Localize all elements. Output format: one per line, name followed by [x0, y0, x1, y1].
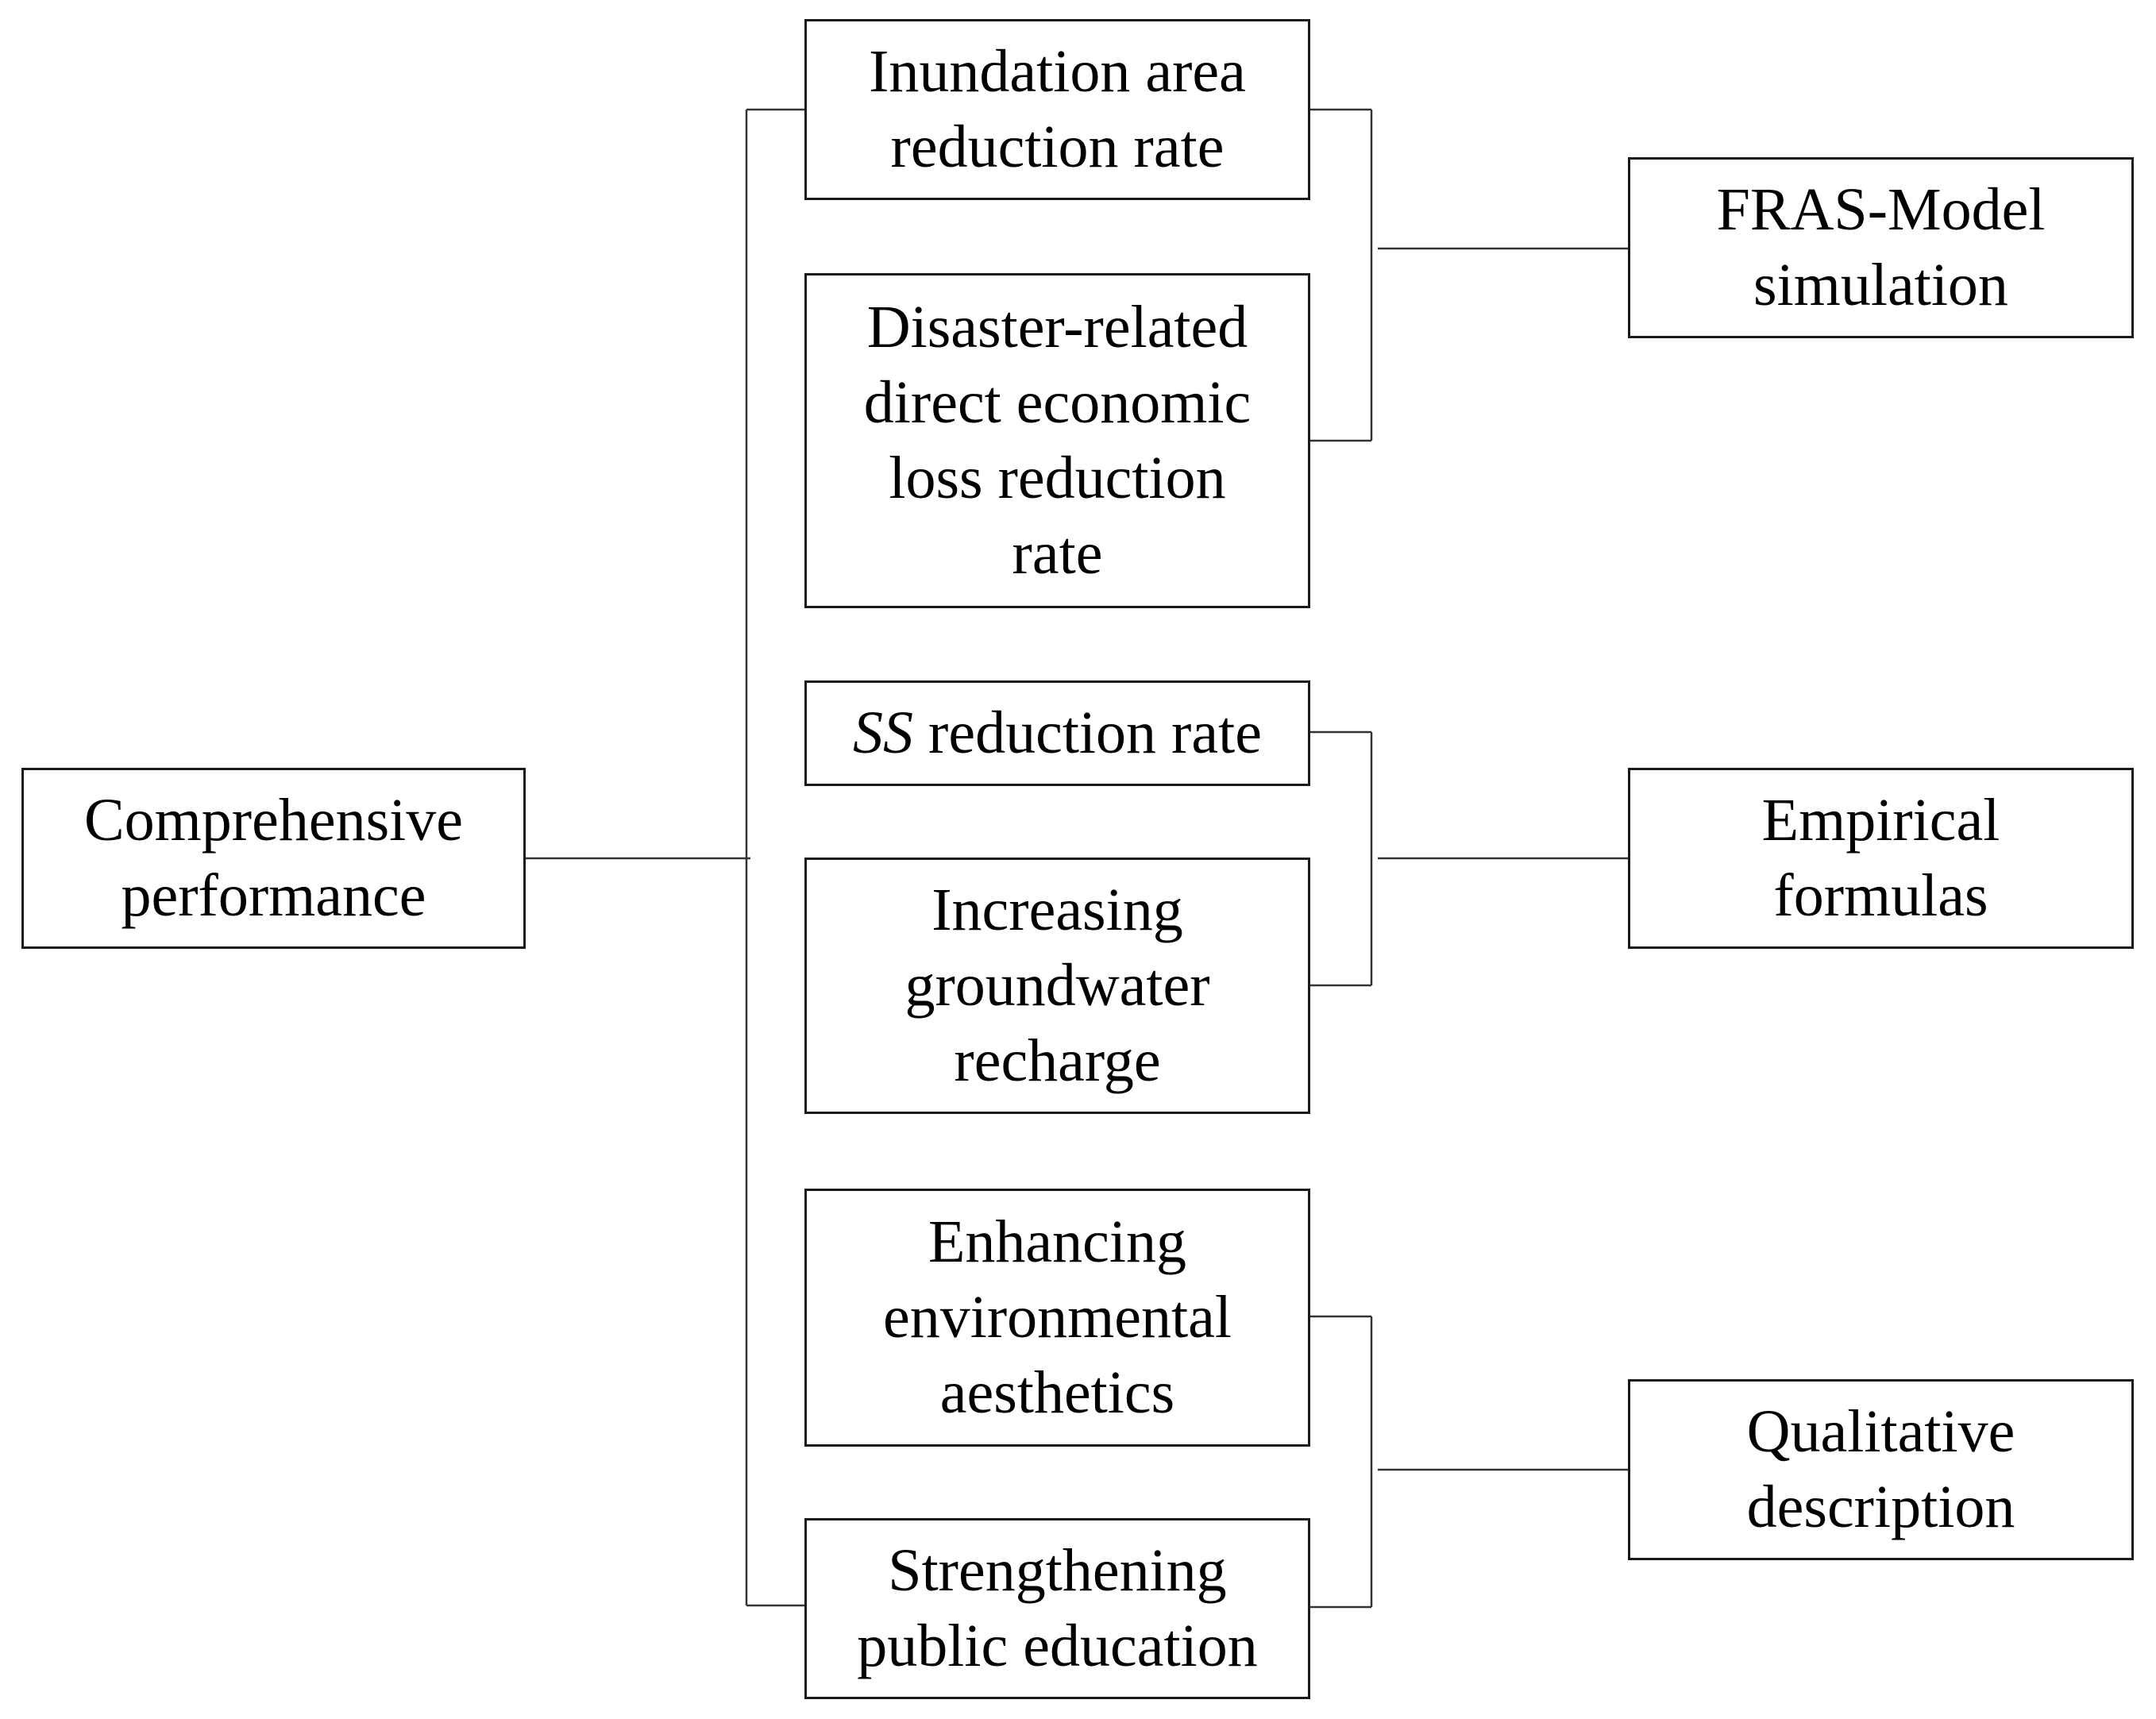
indicator-node-economic-loss: Disaster-related direct economic loss re… — [804, 273, 1310, 608]
method-node-fras-model: FRAS-Model simulation — [1628, 157, 2134, 338]
method-label: FRAS-Model simulation — [1716, 176, 2046, 318]
method-node-qualitative: Qualitative description — [1628, 1379, 2134, 1560]
ss-label-rest: reduction rate — [913, 700, 1262, 766]
method-node-empirical: Empirical formulas — [1628, 768, 2134, 949]
indicator-label: Strengthening public education — [857, 1537, 1258, 1679]
indicator-node-aesthetics: Enhancing environmental aesthetics — [804, 1189, 1310, 1447]
root-node-comprehensive-performance: Comprehensive performance — [21, 768, 526, 949]
ss-italic-label: SS — [853, 700, 914, 766]
root-node-label: Comprehensive performance — [83, 787, 463, 929]
indicator-label: SS reduction rate — [853, 696, 1262, 771]
indicator-label: Enhancing environmental aesthetics — [883, 1208, 1232, 1426]
indicator-node-ss: SS reduction rate — [804, 680, 1310, 786]
indicator-node-inundation: Inundation area reduction rate — [804, 19, 1310, 200]
method-label: Qualitative description — [1746, 1398, 2015, 1540]
indicator-node-education: Strengthening public education — [804, 1518, 1310, 1699]
indicator-label: Inundation area reduction rate — [869, 38, 1246, 180]
indicator-label: Disaster-related direct economic loss re… — [863, 294, 1252, 587]
indicator-node-groundwater: Increasing groundwater recharge — [804, 858, 1310, 1114]
method-label: Empirical formulas — [1761, 787, 2000, 929]
indicator-label: Increasing groundwater recharge — [904, 877, 1210, 1094]
